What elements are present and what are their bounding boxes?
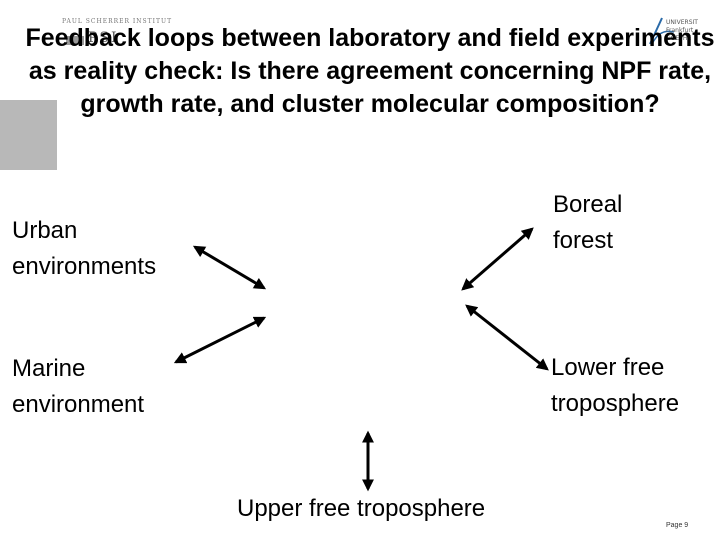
- slide-title: Feedback loops between laboratory and fi…: [25, 24, 715, 118]
- label-urban-environments: Urban environments: [12, 217, 157, 280]
- decorative-gray-block: [0, 100, 57, 170]
- label-boreal-forest: Boreal forest: [553, 191, 623, 254]
- svg-text:GOETHE: GOETHE: [666, 35, 691, 42]
- svg-text:UNIVERSIT: UNIVERSIT: [666, 19, 698, 26]
- paul-scherrer-institut-logo: PAUL SCHERRER INSTITUT PSI: [62, 18, 173, 46]
- arrow-lower-free: [465, 304, 549, 371]
- svg-text:Frankfurt: Frankfurt: [666, 27, 694, 34]
- label-marine-environment: Marine environment: [12, 355, 145, 418]
- university-logo: UNIVERSIT Frankfurt GOETHE: [649, 17, 698, 45]
- arrow-marine: [173, 316, 267, 364]
- arrow-urban: [192, 245, 267, 290]
- arrow-boreal: [461, 227, 534, 291]
- label-upper-free-troposphere: Upper free troposphere: [237, 495, 486, 522]
- label-lower-free-troposphere: Lower free troposphere: [551, 354, 680, 417]
- page-number: Page 9: [666, 522, 689, 529]
